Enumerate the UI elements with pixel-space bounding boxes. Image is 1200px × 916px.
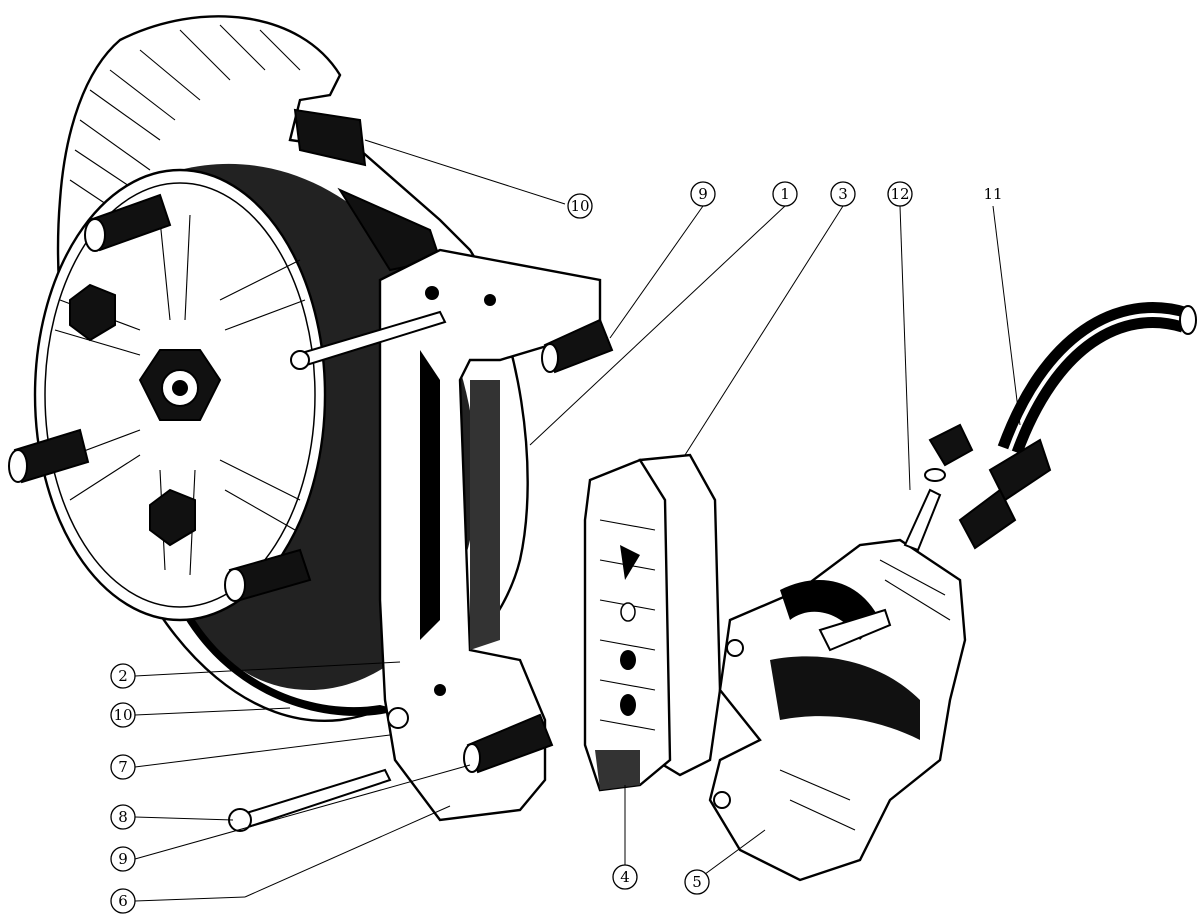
callout-6: 6: [110, 888, 136, 914]
callout-7-label: 7: [118, 758, 128, 776]
brake-hose-icon: [958, 302, 1197, 550]
callout-3: 3: [830, 181, 856, 207]
leader-lines: [134, 139, 1021, 902]
callout-6-label: 6: [118, 892, 128, 910]
split-pin-upper-icon: [290, 310, 447, 370]
callout-8: 8: [110, 804, 136, 830]
callout-10-bottom-label: 10: [113, 706, 132, 724]
callout-9-top: 9: [690, 181, 716, 207]
guide-pin-bottom-icon: [463, 713, 554, 774]
callout-7: 7: [110, 754, 136, 780]
callout-8-label: 8: [118, 808, 128, 826]
bleed-screw-icon: [903, 423, 974, 552]
callout-10-top: 10: [567, 193, 593, 219]
hub-nut-icon: [138, 349, 222, 421]
callout-12-label: 12: [890, 185, 909, 203]
callout-2-label: 2: [118, 667, 128, 685]
callout-4-label: 4: [620, 868, 630, 886]
callout-1: 1: [772, 181, 798, 207]
callout-9-bottom: 9: [110, 846, 136, 872]
wheel-nut-icon: [69, 283, 196, 547]
callout-4: 4: [612, 864, 638, 890]
callout-5: 5: [684, 869, 710, 895]
guide-pin-icon: [541, 318, 614, 374]
wheel-hub: [8, 168, 327, 622]
callout-12: 12: [887, 181, 913, 207]
callout-3-label: 3: [838, 185, 848, 203]
brake-pads: [583, 453, 722, 792]
wheel-stud-icon: [8, 193, 312, 602]
callout-9-top-label: 9: [698, 185, 708, 203]
caliper-housing: [708, 538, 967, 882]
callout-10-bottom: 10: [110, 702, 136, 728]
split-pin-icon: [228, 768, 392, 832]
callout-10-top-label: 10: [570, 197, 589, 215]
caliper-bracket: [290, 248, 614, 822]
callout-2: 2: [110, 663, 136, 689]
callout-9-bottom-label: 9: [118, 850, 128, 868]
callout-11: 11: [983, 185, 1002, 203]
callout-5-label: 5: [692, 873, 702, 891]
callout-1-label: 1: [780, 185, 790, 203]
callout-11-label: 11: [983, 185, 1002, 203]
